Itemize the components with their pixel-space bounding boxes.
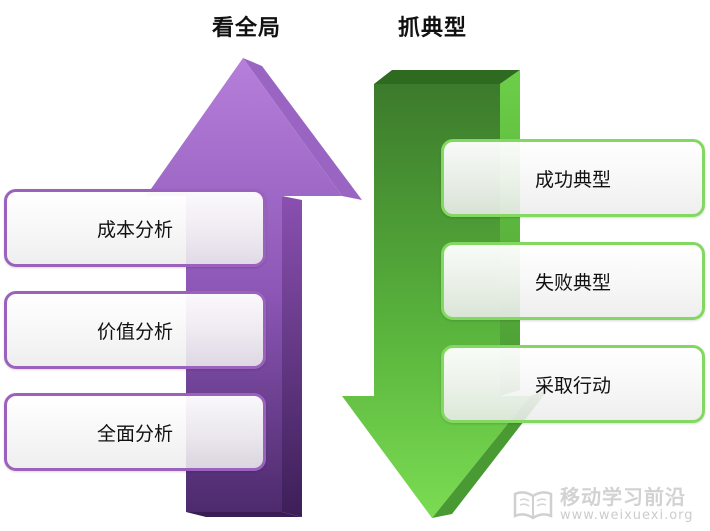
watermark-text: 移动学习前沿 (560, 484, 686, 509)
right-item-success-case: 成功典型 (441, 139, 705, 217)
heading-grasp-typical: 抓典型 (398, 16, 468, 41)
left-item-comprehensive-analysis: 全面分析 (4, 393, 266, 471)
right-item-take-action: 采取行动 (441, 345, 705, 423)
up-arrow-shaft-side (282, 196, 302, 517)
watermark-url: www.weixuexi.org (560, 507, 694, 523)
down-arrow-top-face (374, 70, 520, 84)
heading-look-overall: 看全局 (212, 16, 282, 41)
book-logo-icon (513, 491, 553, 520)
up-arrow-bottom-face (186, 512, 302, 517)
up-arrow-side-face (243, 58, 362, 200)
left-item-value-analysis: 价值分析 (4, 291, 266, 369)
left-item-cost-analysis: 成本分析 (4, 189, 266, 267)
right-item-failure-case: 失败典型 (441, 242, 705, 320)
watermark: 移动学习前沿 www.weixuexi.org (512, 486, 694, 522)
